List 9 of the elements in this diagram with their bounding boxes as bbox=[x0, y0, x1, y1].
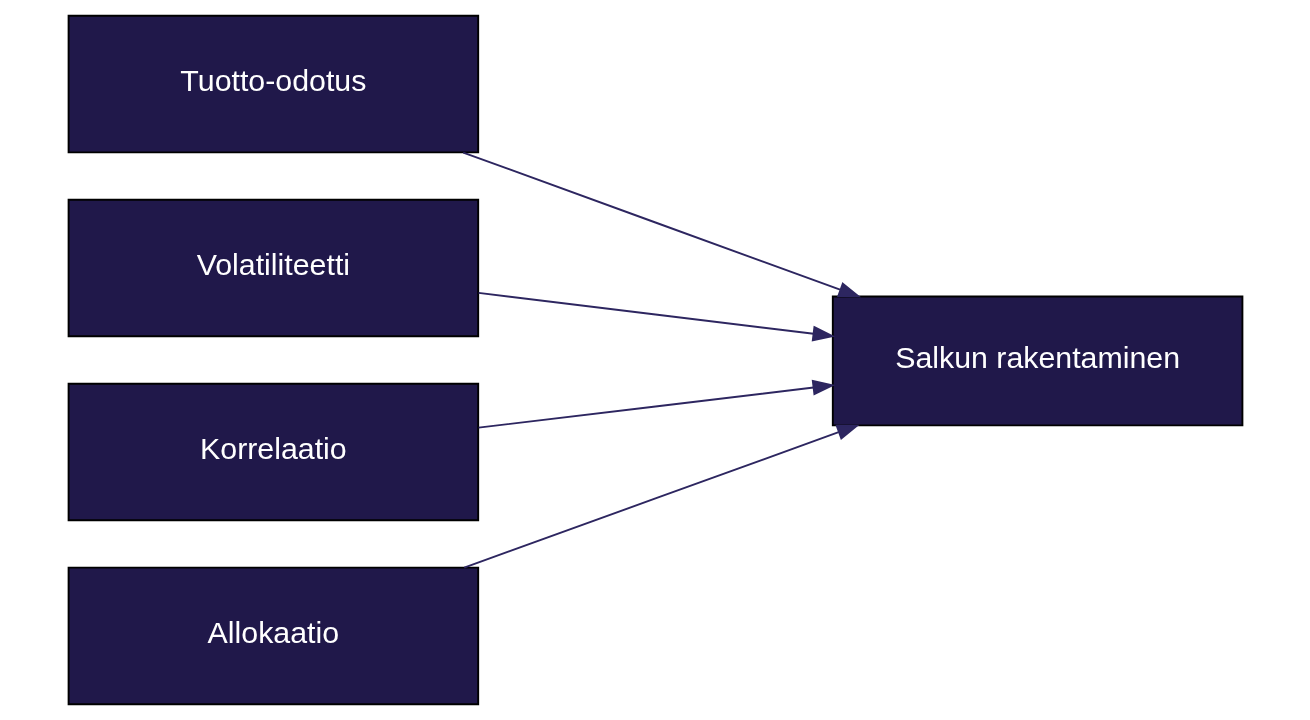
node-box: Volatiliteetti bbox=[67, 198, 479, 338]
node-box: Korrelaatio bbox=[67, 382, 479, 522]
arrow bbox=[477, 291, 835, 342]
node-box: Tuotto-odotus bbox=[67, 14, 479, 154]
arrow bbox=[462, 424, 860, 569]
node-box: Allokaatio bbox=[67, 566, 479, 706]
node-box: Salkun rakentaminen bbox=[831, 295, 1243, 427]
arrow bbox=[477, 379, 835, 429]
arrow bbox=[461, 151, 861, 298]
